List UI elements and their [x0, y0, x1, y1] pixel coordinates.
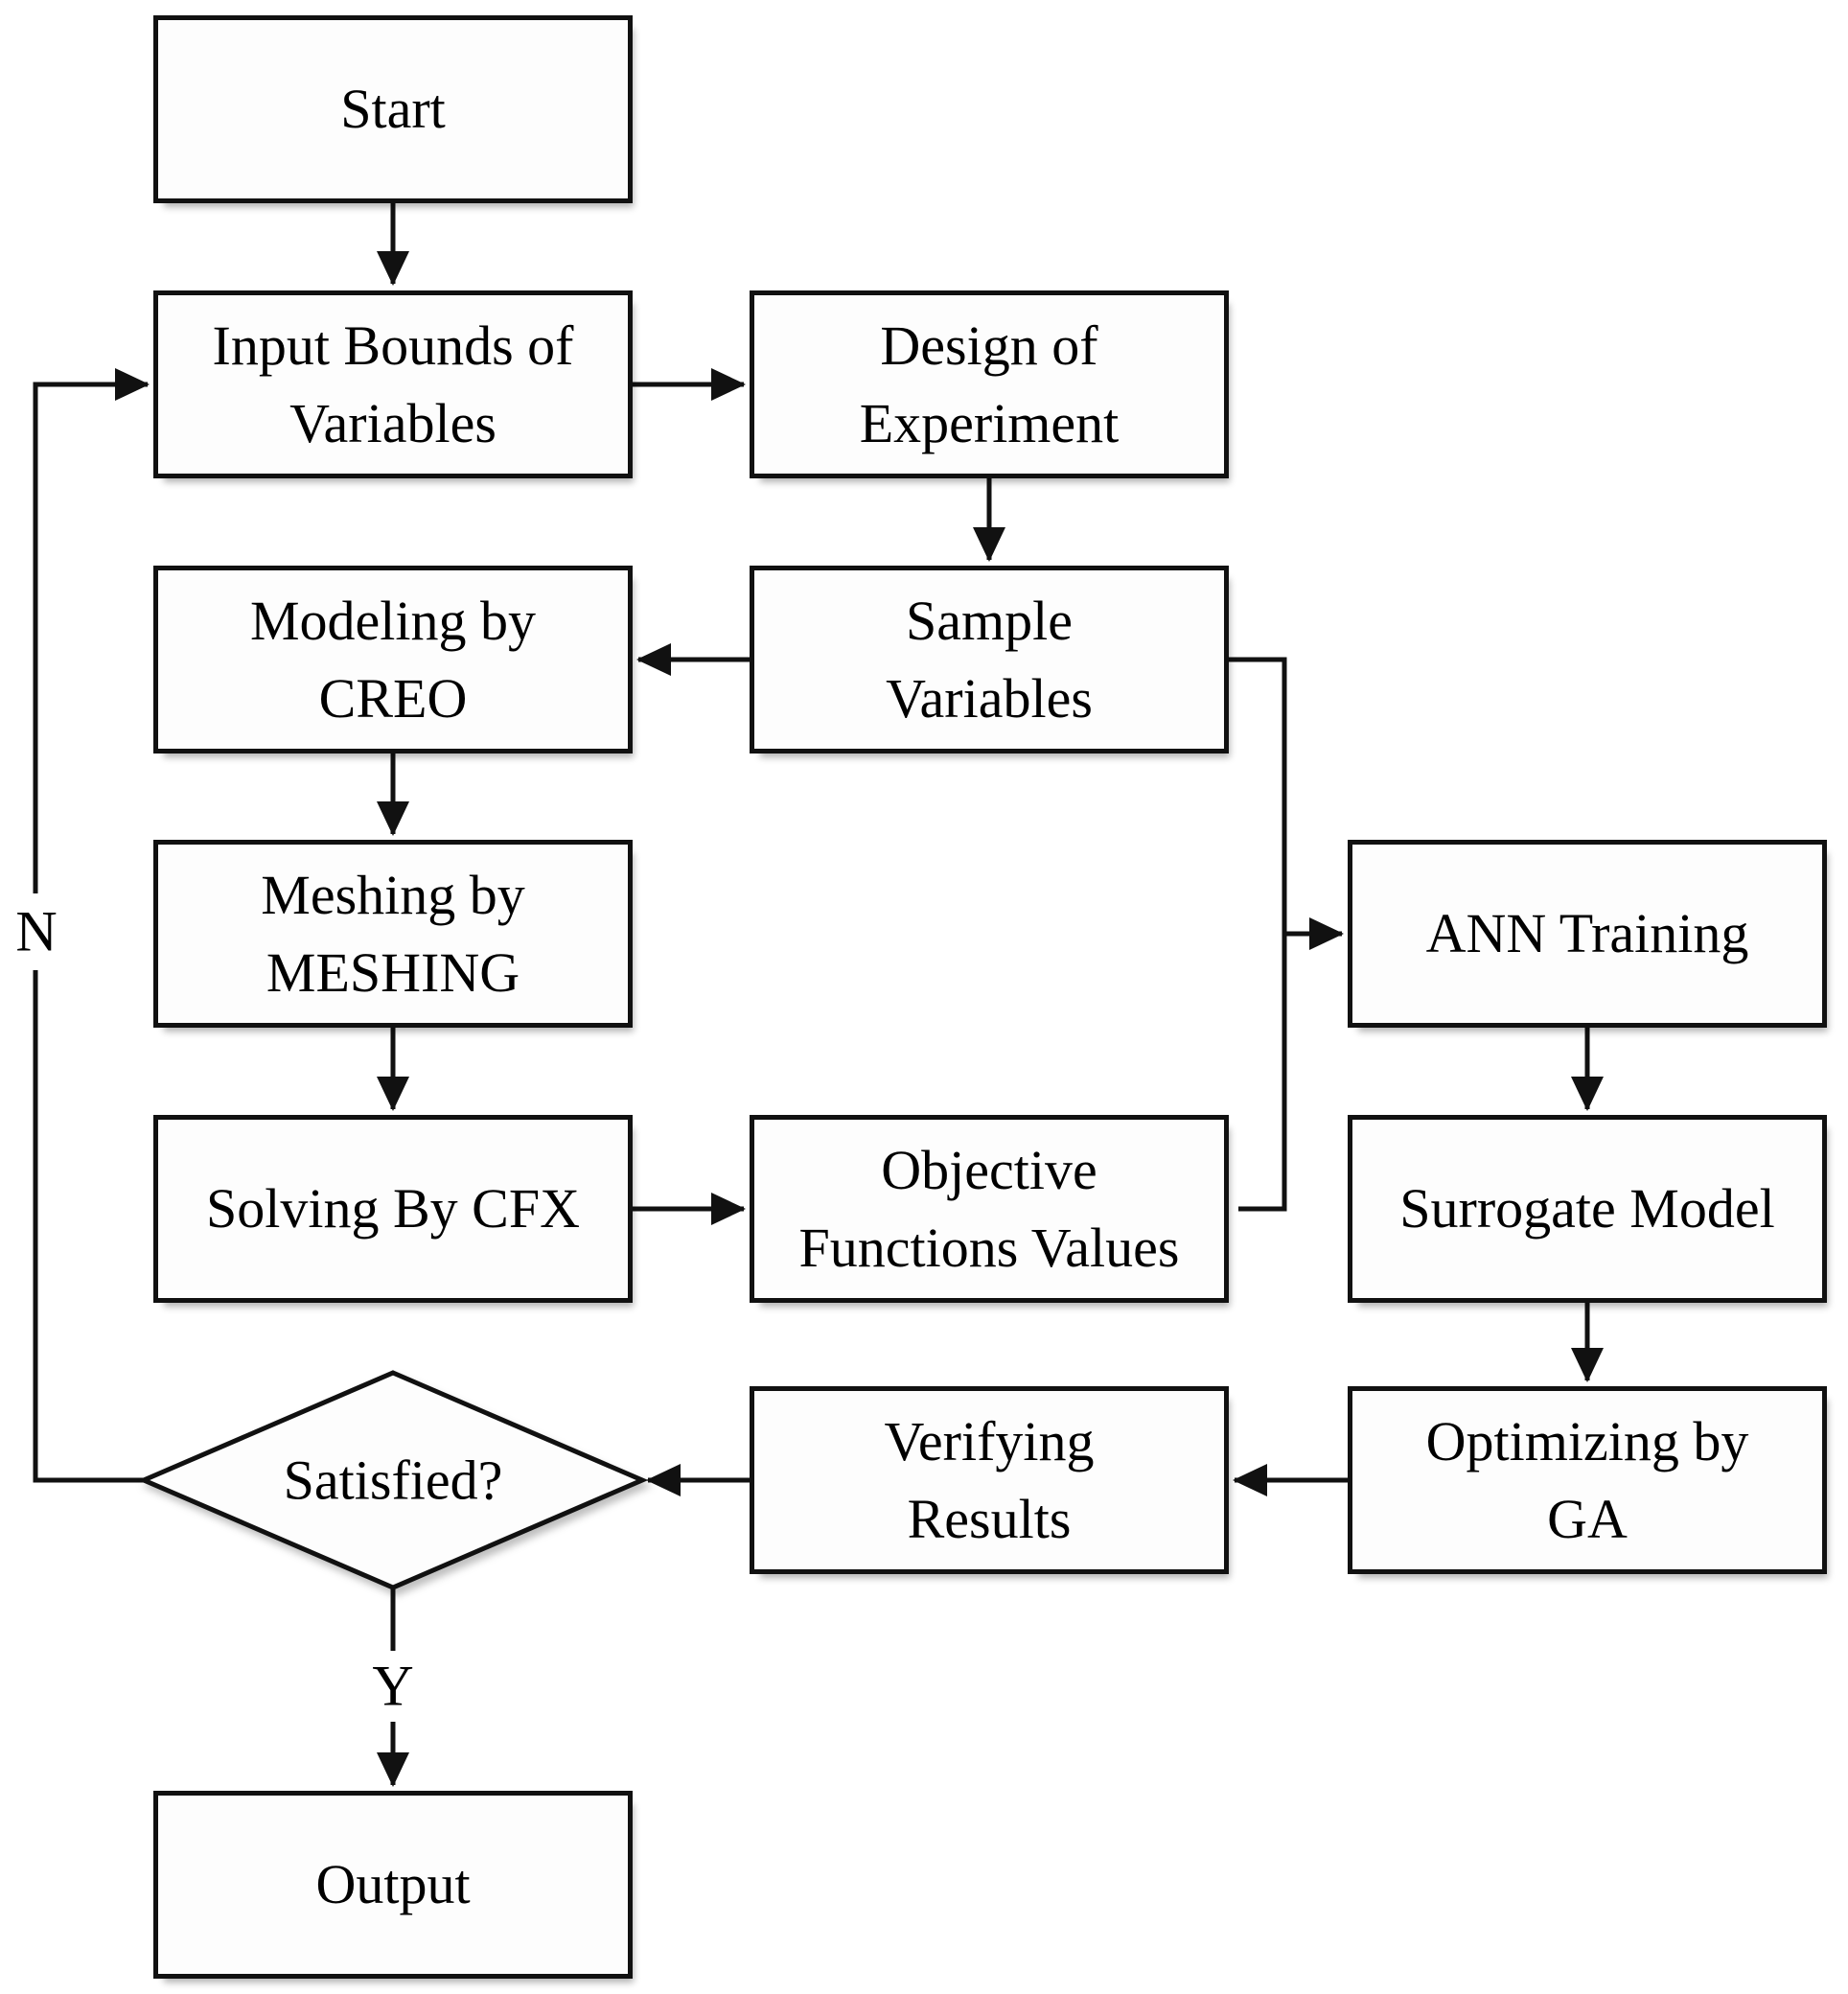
node-input-bounds: Input Bounds of Variables — [153, 290, 633, 478]
node-ann-training-label: ANN Training — [1425, 902, 1749, 965]
node-optimizing-ga: Optimizing by GA — [1348, 1386, 1827, 1574]
node-ann-training: ANN Training — [1348, 840, 1827, 1028]
node-sample-variables: Sample Variables — [750, 566, 1229, 754]
node-meshing: Meshing by MESHING — [153, 840, 633, 1028]
node-input-bounds-label: Input Bounds of Variables — [212, 313, 574, 454]
node-sample-variables-label: Sample Variables — [886, 589, 1093, 730]
node-verifying-results-label: Verifying Results — [884, 1409, 1095, 1550]
node-verifying-results: Verifying Results — [750, 1386, 1229, 1574]
branch-label-no: N — [12, 898, 61, 965]
node-solving-cfx-label: Solving By CFX — [206, 1177, 580, 1240]
node-surrogate-model: Surrogate Model — [1348, 1115, 1827, 1303]
node-optimizing-ga-label: Optimizing by GA — [1425, 1409, 1749, 1550]
branch-label-yes: Y — [368, 1653, 418, 1720]
node-design-of-experiment: Design of Experiment — [750, 290, 1229, 478]
node-output: Output — [153, 1791, 633, 1979]
edge-satisfied-to-input-bounds-upper-gap — [33, 970, 144, 1483]
node-start-label: Start — [340, 78, 446, 141]
node-modeling-creo-label: Modeling by CREO — [249, 589, 537, 730]
node-start: Start — [153, 15, 633, 203]
connector-sample-and-objective-trunk — [1229, 657, 1287, 1212]
node-satisfied-label: Satisfied? — [283, 1449, 503, 1512]
node-output-label: Output — [315, 1853, 471, 1916]
node-objective-values-label: Objective Functions Values — [798, 1138, 1180, 1279]
node-modeling-creo: Modeling by CREO — [153, 566, 633, 754]
edge-satisfied-to-input-bounds-return — [33, 368, 150, 893]
node-meshing-label: Meshing by MESHING — [261, 863, 525, 1004]
node-objective-values: Objective Functions Values — [750, 1115, 1229, 1303]
node-solving-cfx: Solving By CFX — [153, 1115, 633, 1303]
node-design-of-experiment-label: Design of Experiment — [859, 313, 1120, 454]
node-satisfied-diamond — [137, 1370, 649, 1590]
node-surrogate-model-label: Surrogate Model — [1399, 1177, 1775, 1240]
